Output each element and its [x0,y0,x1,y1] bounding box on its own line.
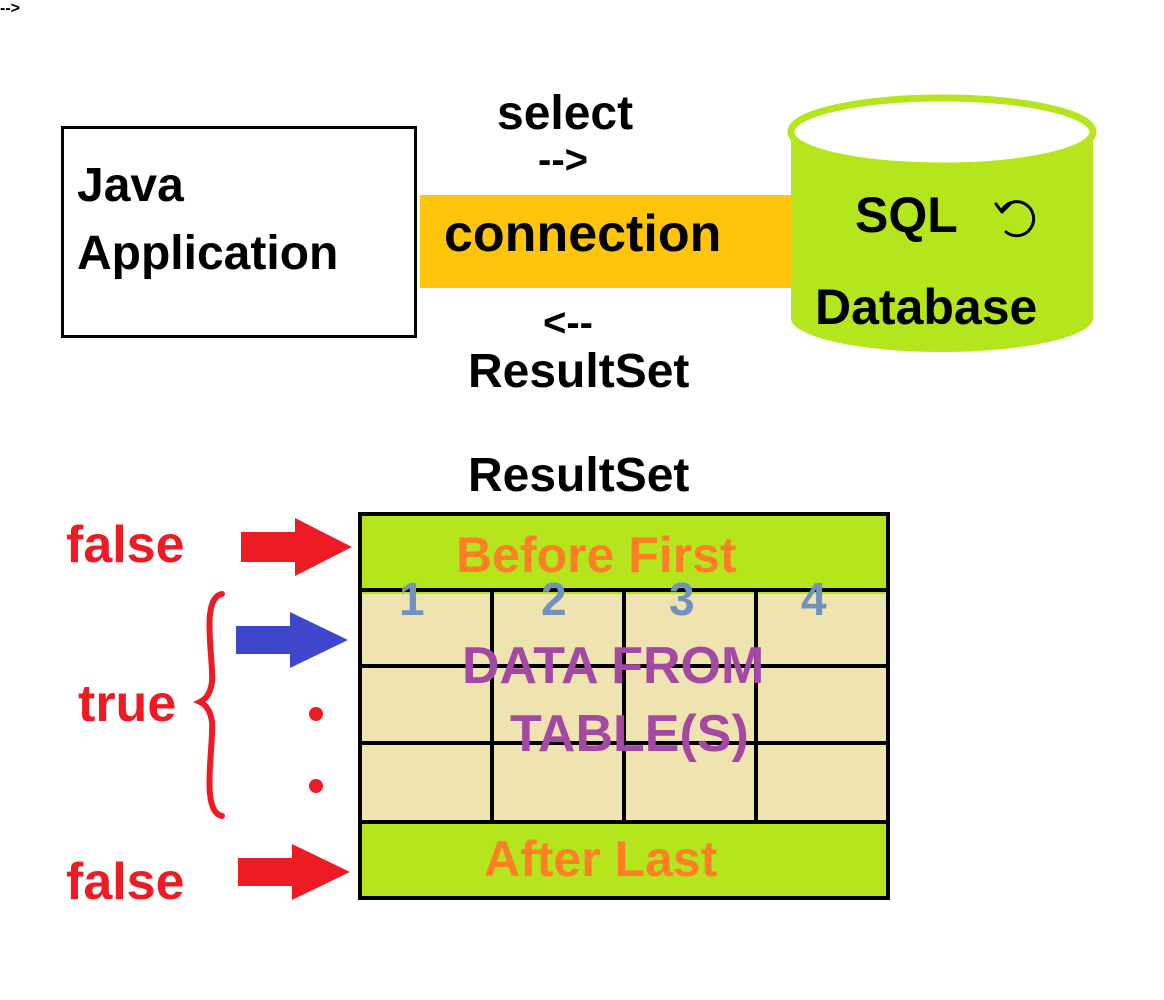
database-cylinder [787,94,1097,352]
return-arrow: <-- [543,301,593,345]
false-label-bottom: false [66,853,185,911]
curly-brace-icon [193,591,225,819]
dot-icon [309,779,323,793]
dot-icon [309,707,323,721]
resultset-grid [358,512,890,900]
select-label: select [497,87,634,140]
db-label-line2: Database [815,279,1038,335]
arrow-right-icon [241,518,352,576]
connection-bar [420,195,800,288]
database-body [791,132,1093,352]
after-last-label: After Last [484,831,718,887]
column-number: 2 [541,573,567,625]
column-number: 3 [669,573,695,625]
app-label-line2: Application [77,227,339,280]
before-first-row [360,514,888,594]
java-application-box [61,126,417,338]
false-label-top: false [66,516,185,574]
return-resultset-label: ResultSet [468,345,690,398]
app-label-line1: Java [77,159,184,212]
refresh-icon [994,200,1036,238]
column-number: 4 [801,573,827,625]
before-first-label: Before First [456,527,737,583]
connection-label: connection [444,205,722,263]
column-number: 1 [399,573,425,625]
arrow-right-icon [238,844,350,900]
arrow-right-icon [236,612,348,668]
data-label-line2: TABLE(S) [510,705,749,763]
db-label-line1: SQL [855,187,958,243]
select-arrow: --> [538,138,588,182]
after-last-row [360,822,888,898]
true-label: true [78,675,177,733]
resultset-title: ResultSet [468,449,690,502]
database-top [787,94,1097,170]
grid-outline [358,512,890,900]
data-label-line1: DATA FROM [462,637,765,695]
